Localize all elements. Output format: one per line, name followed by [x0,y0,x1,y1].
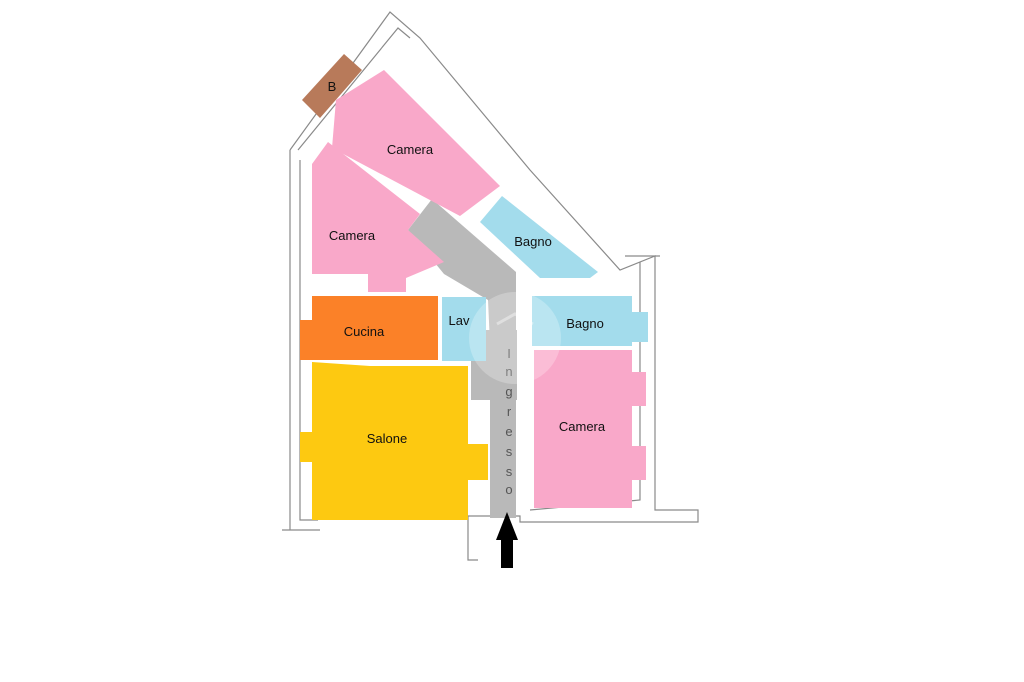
balcony-label: B [328,79,337,94]
salone-room [300,362,488,520]
ingresso-letter: r [507,404,512,419]
ingresso-letter: o [505,482,512,497]
cucina-room [300,296,438,360]
camera-top-room [332,70,500,216]
watermark-icon [469,292,561,384]
camera-right-room [534,350,646,508]
camera-left-room [312,142,444,292]
ingresso-letter: s [506,444,513,459]
ingresso-letter: I [507,346,511,361]
salone-label: Salone [367,431,407,446]
ingresso-letter: g [505,384,512,399]
cucina-label: Cucina [344,324,385,339]
lav-room [442,297,486,361]
camera-top-label: Camera [387,142,434,157]
ingresso-letter: s [506,464,513,479]
balcony-room [302,54,362,118]
bagno-right-room [532,296,648,346]
ingresso-corridor [408,199,516,518]
bagno-top-room [480,196,598,278]
bagno-right-label: Bagno [566,316,604,331]
ingresso-letter: e [505,424,512,439]
ingresso-label: I n g r e s s o [505,346,512,497]
camera-left-label: Camera [329,228,376,243]
bagno-top-label: Bagno [514,234,552,249]
ingresso-letter: n [505,364,512,379]
camera-right-label: Camera [559,419,606,434]
lav-label: Lav [449,313,470,328]
arrow-up-icon [496,512,518,568]
